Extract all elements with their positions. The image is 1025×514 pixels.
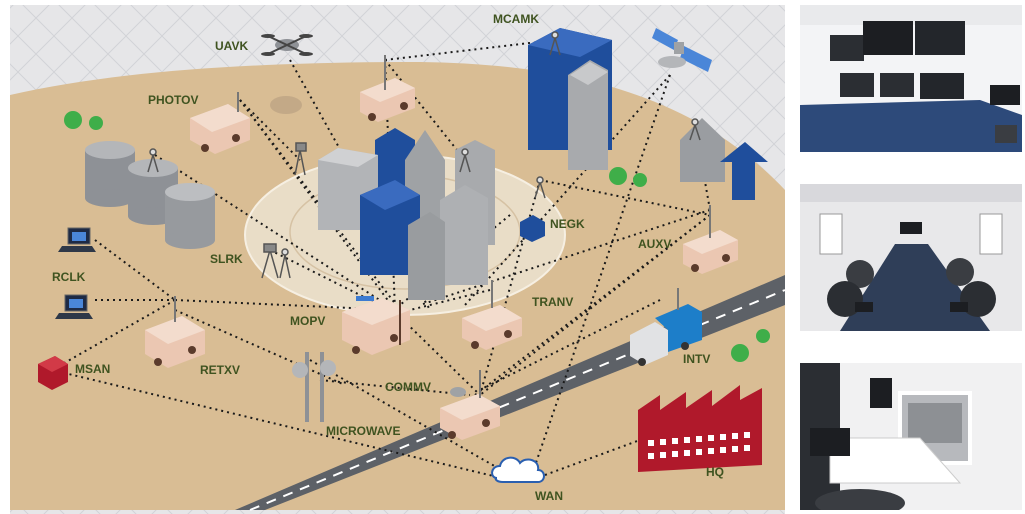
mcamk-vehicle: [360, 55, 415, 122]
laptop-kits: [55, 227, 96, 319]
retxv-vehicle: [145, 296, 205, 368]
trees: [64, 111, 770, 362]
control-room-monitors-image: [800, 5, 1022, 152]
network-diagram: MCAMK UAVK PHOTOV NEGK AUXV RCLK SLRK TR…: [10, 5, 786, 514]
auxv-vehicle: [683, 205, 738, 274]
label-wan: WAN: [535, 489, 563, 503]
label-intv: INTV: [683, 352, 710, 366]
mopv-vehicle: [342, 296, 410, 355]
city-buildings: [318, 128, 495, 300]
label-photov: PHOTOV: [148, 93, 198, 107]
label-mcamk: MCAMK: [493, 12, 539, 26]
wan-cloud-icon: [491, 456, 545, 483]
label-auxv: AUXV: [638, 237, 671, 251]
node-labels: MCAMK UAVK PHOTOV NEGK AUXV RCLK SLRK TR…: [52, 12, 724, 503]
vehicles: [145, 55, 738, 440]
commv-vehicle: [440, 370, 500, 440]
microwave-tower: [292, 352, 336, 422]
camera-tripods: [147, 31, 701, 279]
label-msan: MSAN: [75, 362, 110, 376]
vehicle-interior-desk-image: [800, 363, 1022, 510]
label-microwave: MICROWAVE: [326, 424, 400, 438]
negk-box: [520, 215, 545, 242]
tranv-vehicle: [462, 280, 522, 350]
label-commv: COMMV: [385, 380, 431, 394]
label-negk: NEGK: [550, 217, 585, 231]
label-hq: HQ: [706, 465, 724, 479]
conference-room-image: [800, 184, 1022, 331]
label-rclk: RCLK: [52, 270, 86, 284]
satellite-icon: [652, 28, 712, 72]
label-mopv: MOPV: [290, 314, 325, 328]
hq-building: [638, 385, 762, 472]
msan-box: [38, 356, 68, 390]
storage-tanks: [85, 141, 215, 249]
drone-icon: [261, 34, 313, 114]
label-retxv: RETXV: [200, 363, 240, 377]
label-slrk: SLRK: [210, 252, 243, 266]
tall-towers: [528, 28, 612, 170]
label-tranv: TRANV: [532, 295, 573, 309]
photov-vehicle: [190, 92, 250, 154]
intv-truck: [630, 288, 702, 366]
label-uavk: UAVK: [215, 39, 248, 53]
